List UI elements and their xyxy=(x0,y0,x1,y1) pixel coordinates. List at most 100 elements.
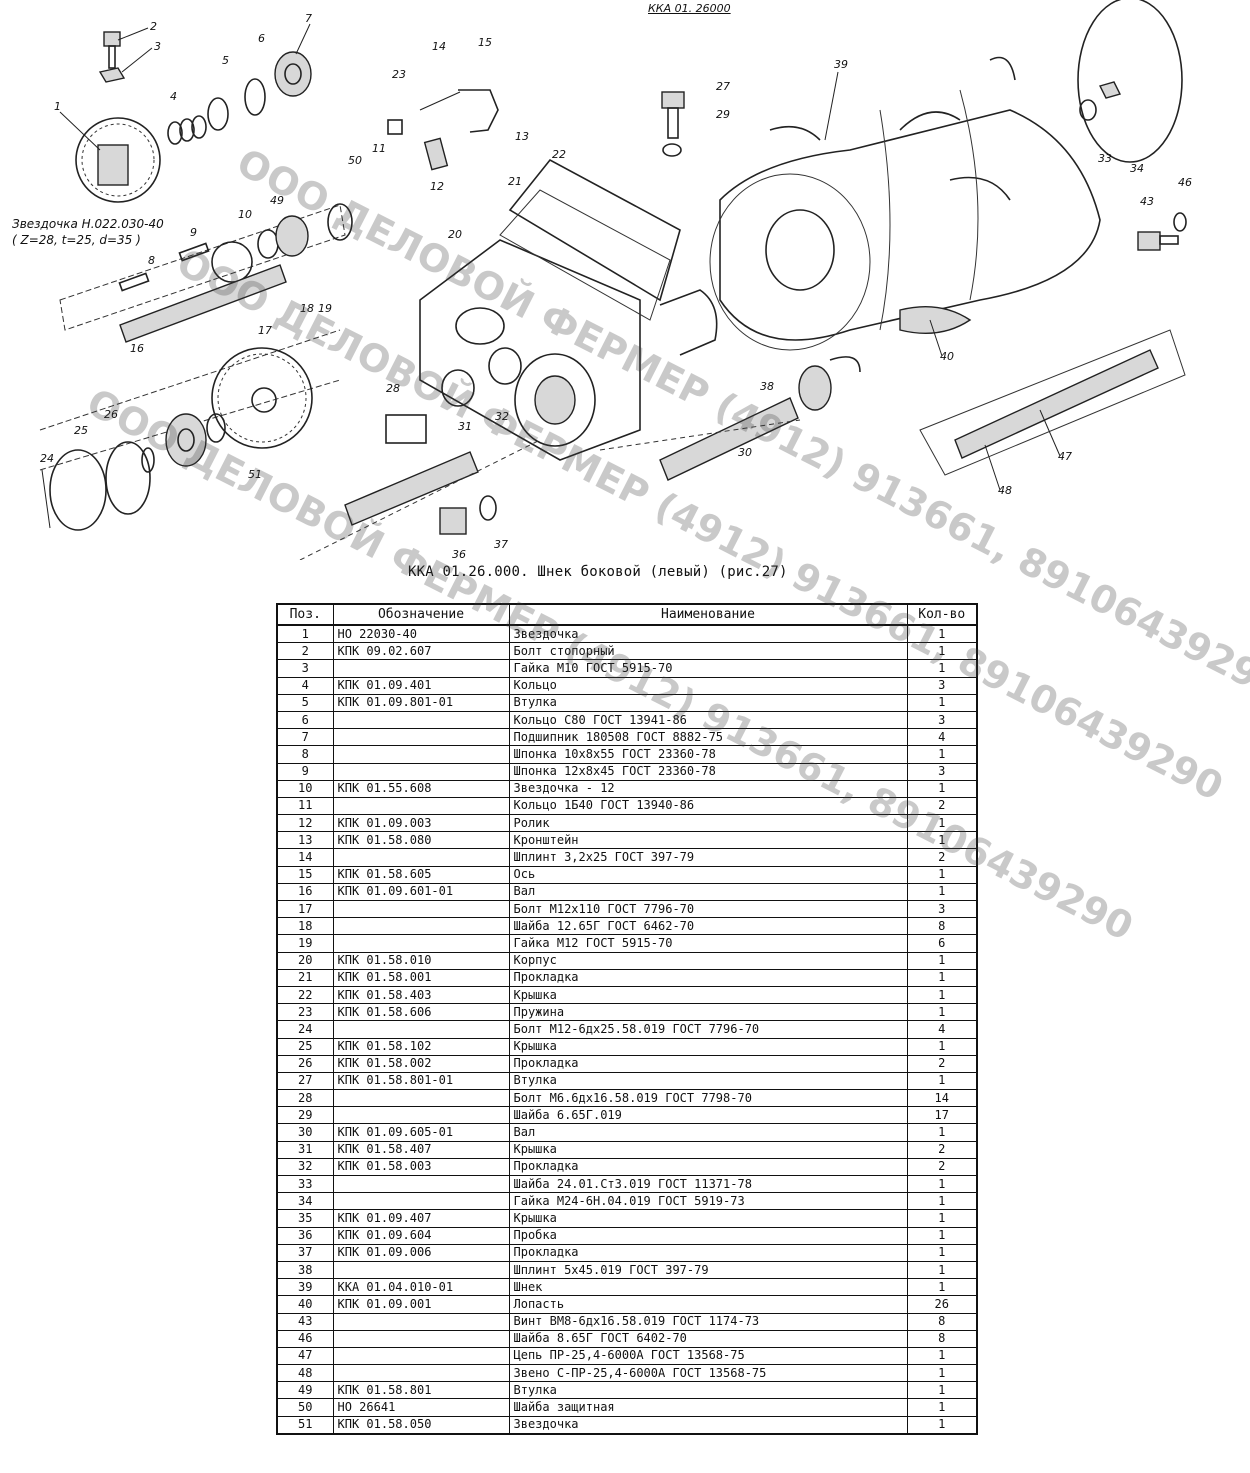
cell-qty: 1 xyxy=(906,1243,978,1262)
cell-designation: КПК 01.09.604 xyxy=(332,1226,510,1245)
callout-34: 34 xyxy=(1130,162,1144,175)
cell-qty: 3 xyxy=(906,762,978,781)
cell-designation xyxy=(332,917,510,936)
cell-qty: 2 xyxy=(906,1157,978,1177)
callout-49: 49 xyxy=(270,194,284,207)
cell-designation xyxy=(332,1346,510,1366)
cell-name: Пробка xyxy=(508,1226,908,1245)
cell-name: Вал xyxy=(508,1123,908,1142)
figure-caption: ККА 01.26.000. Шнек боковой (левый) (рис… xyxy=(408,564,788,580)
cell-designation xyxy=(332,1192,510,1211)
cell-pos: 34 xyxy=(276,1192,334,1211)
cell-name: Шайба защитная xyxy=(508,1398,908,1417)
cell-designation: КПК 01.58.801 xyxy=(332,1381,510,1400)
cell-designation: КПК 01.58.102 xyxy=(332,1037,510,1056)
callout-13: 13 xyxy=(515,130,529,143)
cell-designation: КПК 09.02.607 xyxy=(332,642,510,661)
cell-pos: 5 xyxy=(276,693,334,712)
cell-designation: КПК 01.09.003 xyxy=(332,814,510,833)
cell-name: Шайба 6.65Г.019 xyxy=(508,1106,908,1125)
cell-qty: 14 xyxy=(906,1089,978,1108)
callout-15: 15 xyxy=(478,36,492,49)
cell-pos: 22 xyxy=(276,985,334,1005)
cell-name: Гайка М24-6Н.04.019 ГОСТ 5919-73 xyxy=(508,1192,908,1211)
cell-name: Прокладка xyxy=(508,968,908,987)
cell-designation: КПК 01.58.010 xyxy=(332,951,510,970)
cell-pos: 11 xyxy=(276,796,334,816)
cell-pos: 6 xyxy=(276,710,334,730)
cell-name: Шайба 8.65Г ГОСТ 6402-70 xyxy=(508,1329,908,1348)
cell-name: Прокладка xyxy=(508,1243,908,1262)
callout-6: 6 xyxy=(258,32,265,45)
parts-table-header: Поз. Обозначение Наименование Кол-во xyxy=(276,603,978,626)
callout-31: 31 xyxy=(458,420,472,433)
cell-name: Звездочка xyxy=(508,624,908,644)
callout-8: 8 xyxy=(148,254,155,267)
cell-name: Крышка xyxy=(508,985,908,1005)
cell-name: Шпонка 10х8х55 ГОСТ 23360-78 xyxy=(508,745,908,764)
cell-pos: 40 xyxy=(276,1295,334,1314)
cell-pos: 19 xyxy=(276,934,334,953)
cell-pos: 12 xyxy=(276,814,334,833)
cell-pos: 46 xyxy=(276,1329,334,1348)
cell-pos: 49 xyxy=(276,1381,334,1400)
cell-name: Втулка xyxy=(508,1381,908,1400)
cell-name: Кольцо 1Б40 ГОСТ 13940-86 xyxy=(508,796,908,816)
cell-designation: КПК 01.58.605 xyxy=(332,865,510,884)
cell-pos: 23 xyxy=(276,1003,334,1022)
cell-name: Прокладка xyxy=(508,1157,908,1177)
callout-33: 33 xyxy=(1098,152,1112,165)
cell-designation xyxy=(332,745,510,764)
cell-qty: 1 xyxy=(906,1003,978,1022)
callout-46: 46 xyxy=(1178,176,1192,189)
cell-pos: 28 xyxy=(276,1089,334,1108)
cell-qty: 8 xyxy=(906,1329,978,1348)
cell-qty: 1 xyxy=(906,642,978,661)
callout-11: 11 xyxy=(372,142,386,155)
header-name: Наименование xyxy=(508,603,908,626)
cell-pos: 50 xyxy=(276,1398,334,1417)
cell-name: Болт М12х110 ГОСТ 7796-70 xyxy=(508,899,908,919)
cell-qty: 1 xyxy=(906,1364,978,1383)
cell-qty: 8 xyxy=(906,917,978,936)
cell-pos: 43 xyxy=(276,1312,334,1331)
cell-designation xyxy=(332,934,510,953)
cell-name: Шнек xyxy=(508,1278,908,1297)
cell-name: Гайка М12 ГОСТ 5915-70 xyxy=(508,934,908,953)
cell-pos: 33 xyxy=(276,1174,334,1194)
callout-19: 19 xyxy=(318,302,332,315)
cell-pos: 7 xyxy=(276,728,334,747)
callout-28: 28 xyxy=(386,382,400,395)
cell-qty: 1 xyxy=(906,1381,978,1400)
callout-39: 39 xyxy=(834,58,848,71)
cell-designation: КПК 01.58.002 xyxy=(332,1054,510,1073)
cell-qty: 1 xyxy=(906,1226,978,1245)
cell-qty: 1 xyxy=(906,1037,978,1056)
cell-qty: 1 xyxy=(906,831,978,850)
cell-designation xyxy=(332,1106,510,1125)
callout-2: 2 xyxy=(150,20,157,33)
callout-17: 17 xyxy=(258,324,272,337)
callout-47: 47 xyxy=(1058,450,1072,463)
callout-32: 32 xyxy=(495,410,509,423)
cell-designation: НО 22030-40 xyxy=(332,624,510,644)
cell-pos: 47 xyxy=(276,1346,334,1366)
cell-pos: 16 xyxy=(276,882,334,902)
cell-designation xyxy=(332,1260,510,1280)
cell-qty: 1 xyxy=(906,1278,978,1297)
